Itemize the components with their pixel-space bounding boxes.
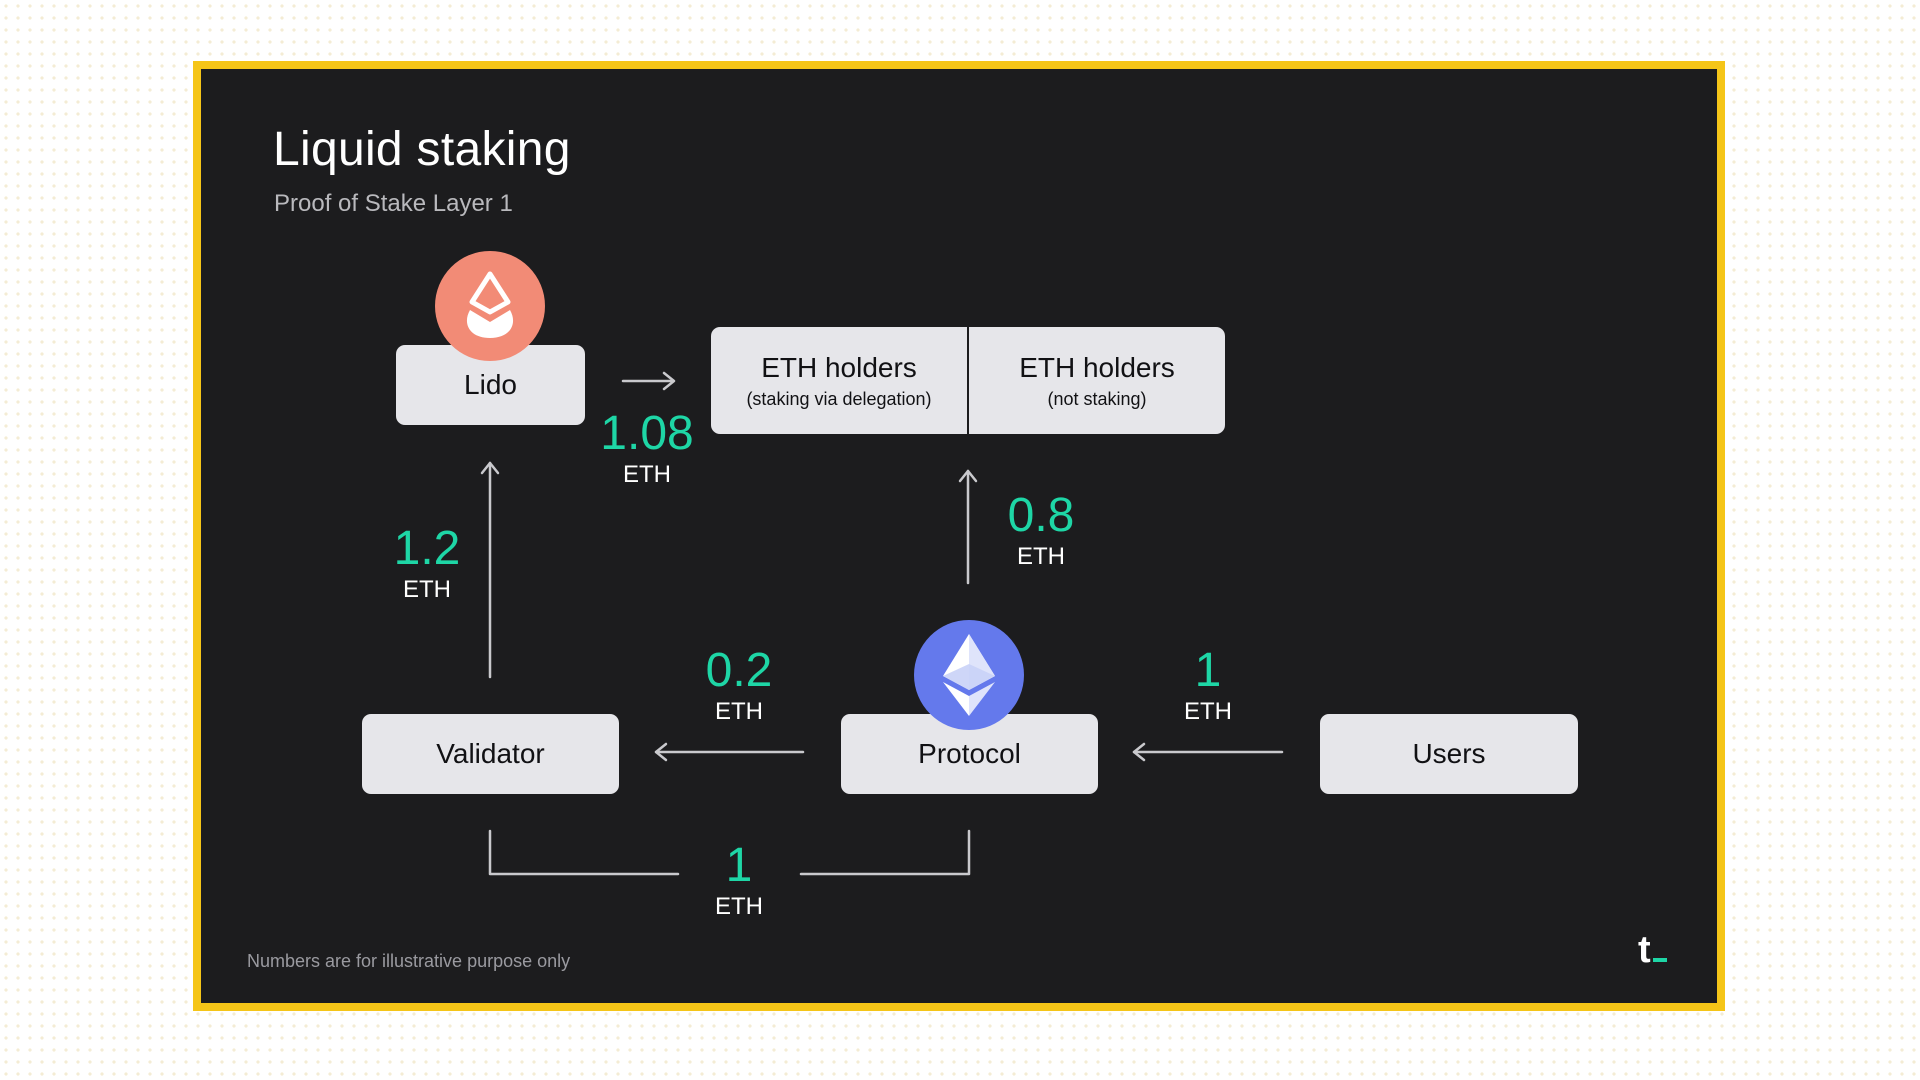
holders-not-staking-title: ETH holders [1019, 351, 1175, 383]
slide-subtitle: Proof of Stake Layer 1 [274, 190, 513, 217]
amount-protocol-to-holders-unit: ETH [1017, 543, 1065, 570]
amount-users-to-protocol: 1 ETH [1138, 647, 1278, 727]
node-eth-holders-delegating: ETH holders (staking via delegation) [711, 327, 967, 434]
node-validator: Validator [362, 714, 619, 794]
amount-protocol-to-validator: 0.2 ETH [669, 647, 809, 727]
amount-protocol-to-holders: 0.8 ETH [971, 492, 1111, 572]
amount-validator-protocol-stake: 1 ETH [669, 842, 809, 922]
node-eth-holders-not-staking: ETH holders (not staking) [967, 327, 1225, 434]
node-eth-holders: ETH holders (staking via delegation) ETH… [711, 327, 1225, 434]
amount-users-to-protocol-unit: ETH [1184, 698, 1232, 725]
footnote: Numbers are for illustrative purpose onl… [247, 951, 571, 971]
brand-logo-letter: t [1638, 929, 1651, 971]
node-users-label: Users [1412, 738, 1486, 769]
amount-protocol-to-validator-value: 0.2 [705, 644, 773, 697]
holders-delegating-note: (staking via delegation) [746, 388, 932, 409]
holders-not-staking-note: (not staking) [1047, 388, 1147, 409]
amount-validator-to-lido: 1.2 ETH [357, 525, 497, 605]
amount-lido-to-holders-unit: ETH [623, 461, 671, 488]
node-lido-label: Lido [464, 369, 517, 400]
slide-title: Liquid staking [273, 123, 571, 176]
amount-protocol-to-holders-value: 0.8 [1007, 489, 1075, 542]
node-users: Users [1320, 714, 1578, 794]
amount-validator-to-lido-value: 1.2 [393, 522, 461, 575]
holders-delegating-title: ETH holders [761, 351, 917, 383]
amount-lido-to-holders-value: 1.08 [600, 407, 694, 460]
amount-validator-protocol-stake-value: 1 [725, 839, 753, 892]
brand-logo: t [1638, 930, 1667, 970]
amount-users-to-protocol-value: 1 [1194, 644, 1222, 697]
amount-validator-to-lido-unit: ETH [403, 576, 451, 603]
node-protocol-label: Protocol [918, 738, 1021, 769]
amount-validator-protocol-stake-unit: ETH [715, 893, 763, 920]
lido-logo-icon [435, 251, 545, 361]
node-validator-label: Validator [436, 738, 545, 769]
ethereum-logo-icon [914, 620, 1024, 730]
amount-protocol-to-validator-unit: ETH [715, 698, 763, 725]
amount-lido-to-holders: 1.08 ETH [577, 410, 717, 490]
brand-cursor-icon [1652, 958, 1667, 962]
